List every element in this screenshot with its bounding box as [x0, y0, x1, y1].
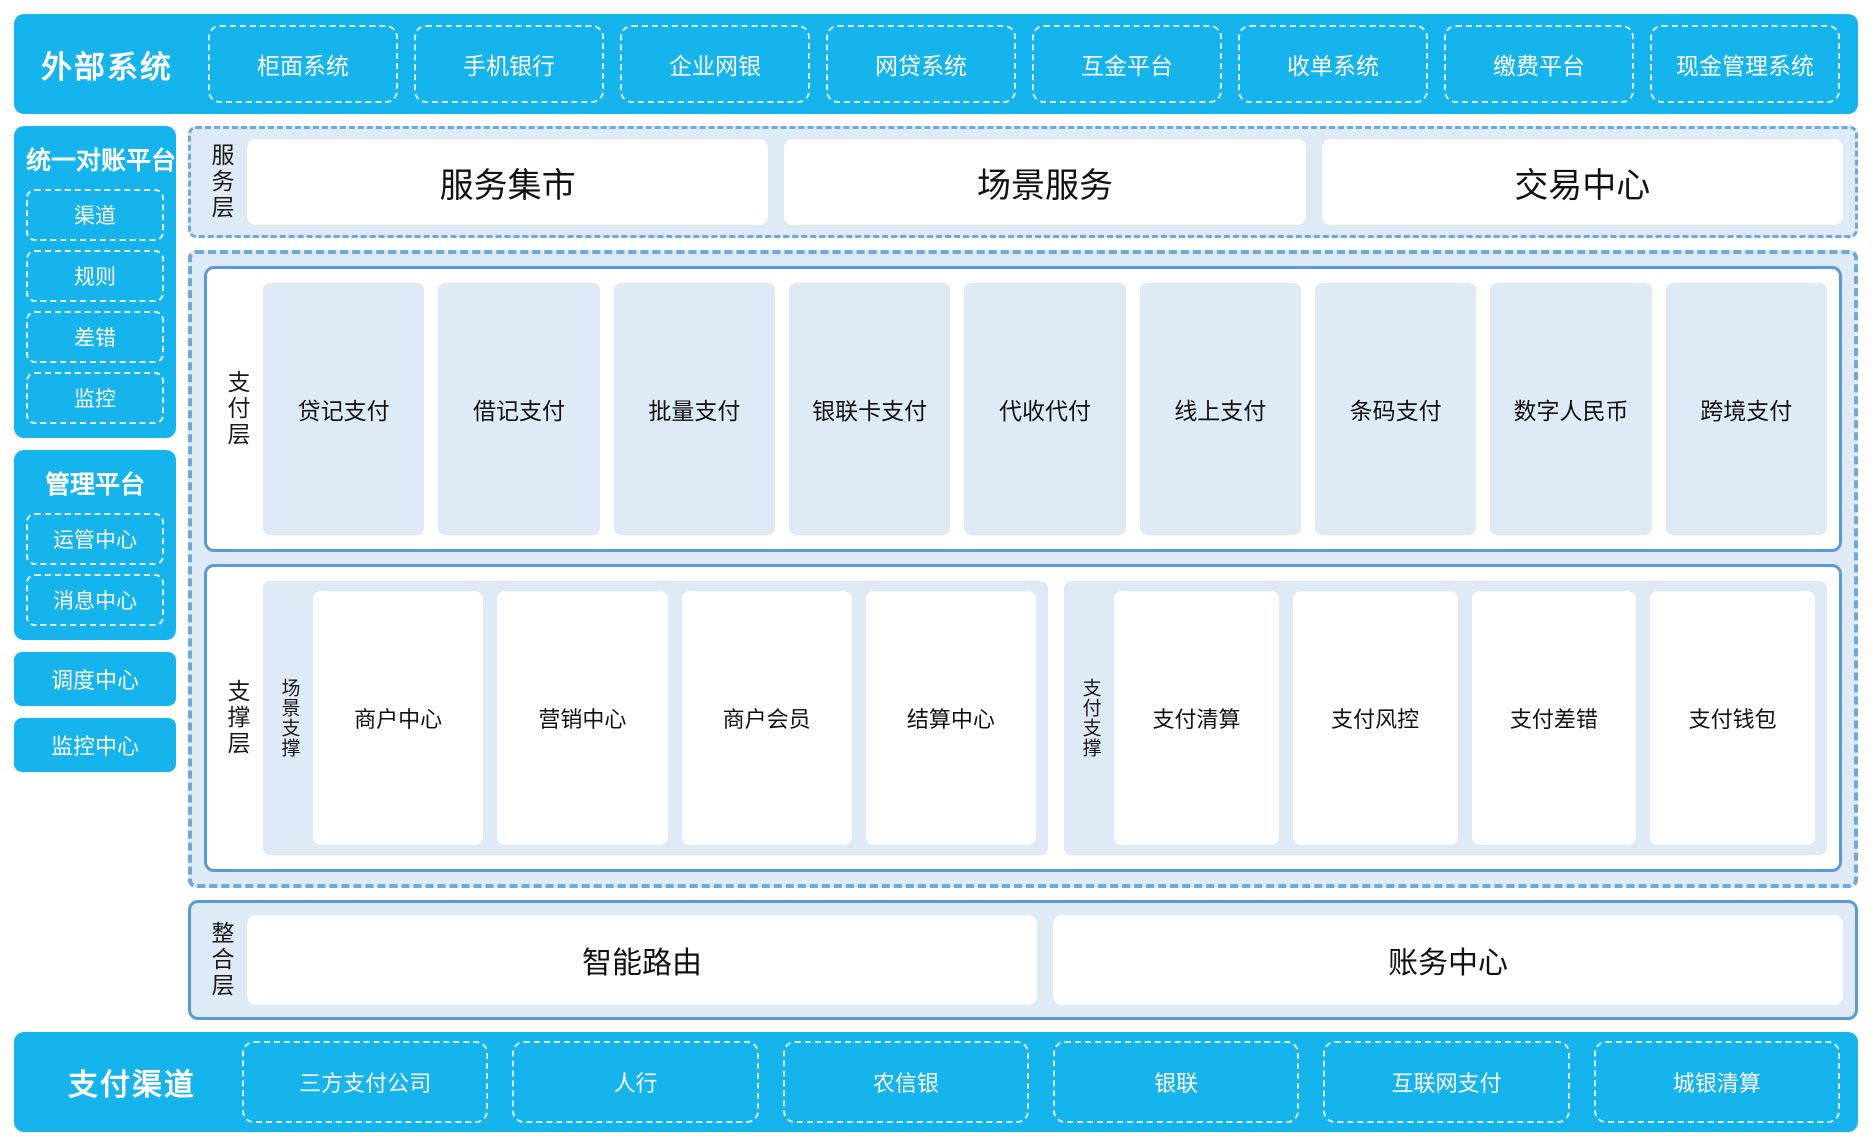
- rail-item-message-center[interactable]: 消息中心: [26, 574, 164, 626]
- rail-item-scheduling-center[interactable]: 调度中心: [14, 652, 176, 706]
- payment-layer-label: 支付层: [223, 370, 249, 448]
- payment-channels-list: 三方支付公司 人行 农信银 银联 互联网支付 城银清算: [242, 1041, 1840, 1123]
- payment-tile-credit[interactable]: 贷记支付: [263, 283, 425, 535]
- payment-tile-collection-payment[interactable]: 代收代付: [964, 283, 1126, 535]
- payment-tile-cross-border[interactable]: 跨境支付: [1665, 283, 1827, 535]
- payment-tile-debit[interactable]: 借记支付: [438, 283, 600, 535]
- support-group-payment: 支付支撑 支付清算 支付风控 支付差错 支付钱包: [1064, 581, 1827, 855]
- rail-item-monitoring-center[interactable]: 监控中心: [14, 718, 176, 772]
- rail-item-error[interactable]: 差错: [26, 311, 164, 363]
- external-systems-list: 柜面系统 手机银行 企业网银 网贷系统 互金平台 收单系统 缴费平台 现金管理系…: [208, 25, 1840, 103]
- support-card-merchant-member[interactable]: 商户会员: [681, 591, 852, 845]
- core-layers-group: 支付层 贷记支付 借记支付 批量支付 银联卡支付 代收代付 线上支付 条码支付 …: [188, 250, 1858, 888]
- integration-layer-cards: 智能路由 账务中心: [247, 915, 1843, 1005]
- management-platform-title: 管理平台: [44, 470, 145, 499]
- payment-channel-chip[interactable]: 城银清算: [1593, 1041, 1840, 1123]
- support-card-merchant-center[interactable]: 商户中心: [313, 591, 484, 845]
- support-card-settlement-center[interactable]: 结算中心: [865, 591, 1037, 845]
- rail-item-operations-center[interactable]: 运管中心: [26, 513, 164, 565]
- main-column: 服务层 服务集市 场景服务 交易中心 支付层 贷记支付 借记支付 批量: [188, 126, 1858, 1020]
- support-layer-groups: 场景支撑 商户中心 营销中心 商户会员 结算中心 支付支撑 支付清算: [263, 581, 1827, 855]
- service-layer-label: 服务层: [207, 143, 233, 221]
- external-system-chip[interactable]: 缴费平台: [1444, 25, 1634, 103]
- support-group-payment-cards: 支付清算 支付风控 支付差错 支付钱包: [1114, 591, 1816, 845]
- support-card-marketing-center[interactable]: 营销中心: [497, 591, 668, 845]
- support-card-payment-riskcontrol[interactable]: 支付风控: [1292, 591, 1458, 845]
- payment-layer-box: 支付层 贷记支付 借记支付 批量支付 银联卡支付 代收代付 线上支付 条码支付 …: [204, 266, 1842, 552]
- payment-layer-tiles: 贷记支付 借记支付 批量支付 银联卡支付 代收代付 线上支付 条码支付 数字人民…: [263, 283, 1827, 535]
- support-card-payment-wallet[interactable]: 支付钱包: [1650, 591, 1816, 845]
- support-layer-box: 支撑层 场景支撑 商户中心 营销中心 商户会员 结算中心: [204, 564, 1842, 872]
- payment-channels-title: 支付渠道: [68, 1068, 196, 1103]
- rail-item-channel[interactable]: 渠道: [26, 189, 164, 241]
- payment-tile-online[interactable]: 线上支付: [1139, 283, 1301, 535]
- external-system-chip[interactable]: 手机银行: [414, 25, 604, 103]
- payment-tile-unionpay-card[interactable]: 银联卡支付: [788, 283, 951, 535]
- payment-channel-chip[interactable]: 互联网支付: [1323, 1041, 1570, 1123]
- service-card-marketplace[interactable]: 服务集市: [247, 139, 769, 225]
- payment-channel-chip[interactable]: 人行: [512, 1041, 759, 1123]
- service-layer-cards: 服务集市 场景服务 交易中心: [247, 139, 1843, 225]
- reconciliation-platform-title: 统一对账平台: [26, 146, 177, 175]
- external-system-chip[interactable]: 现金管理系统: [1650, 25, 1840, 103]
- support-card-payment-error[interactable]: 支付差错: [1471, 591, 1637, 845]
- service-layer-row: 服务层 服务集市 场景服务 交易中心: [203, 139, 1843, 225]
- integration-card-accounting-center[interactable]: 账务中心: [1053, 915, 1843, 1005]
- support-layer-label: 支撑层: [223, 679, 249, 757]
- external-system-chip[interactable]: 柜面系统: [208, 25, 398, 103]
- external-system-chip[interactable]: 网贷系统: [826, 25, 1016, 103]
- support-group-payment-label: 支付支撑: [1079, 678, 1102, 758]
- rail-item-rule[interactable]: 规则: [26, 250, 164, 302]
- integration-layer-label: 整合层: [207, 921, 233, 999]
- payment-tile-barcode[interactable]: 条码支付: [1314, 283, 1477, 535]
- payment-channels-band: 支付渠道 三方支付公司 人行 农信银 银联 互联网支付 城银清算: [14, 1032, 1858, 1132]
- rail-item-monitor[interactable]: 监控: [26, 372, 164, 424]
- payment-channel-chip[interactable]: 农信银: [782, 1041, 1029, 1123]
- left-rail: 统一对账平台 渠道 规则 差错 监控 管理平台 运管中心 消息中心 调度中心 监…: [14, 126, 176, 1020]
- middle-region: 统一对账平台 渠道 规则 差错 监控 管理平台 运管中心 消息中心 调度中心 监…: [14, 126, 1858, 1020]
- support-group-scenario: 场景支撑 商户中心 营销中心 商户会员 结算中心: [263, 581, 1049, 855]
- service-layer-group: 服务层 服务集市 场景服务 交易中心: [188, 126, 1858, 238]
- integration-layer-box: 整合层 智能路由 账务中心: [188, 900, 1858, 1020]
- service-card-scenario[interactable]: 场景服务: [784, 139, 1306, 225]
- reconciliation-platform-card: 统一对账平台 渠道 规则 差错 监控: [14, 126, 176, 438]
- support-group-scenario-label: 场景支撑: [278, 678, 301, 758]
- external-systems-title: 外部系统: [41, 49, 173, 86]
- external-system-chip[interactable]: 收单系统: [1238, 25, 1428, 103]
- service-card-transaction-center[interactable]: 交易中心: [1321, 139, 1843, 225]
- external-system-chip[interactable]: 企业网银: [620, 25, 810, 103]
- rail-spacer: [14, 784, 176, 1020]
- support-card-payment-clearing[interactable]: 支付清算: [1114, 591, 1279, 845]
- external-systems-band: 外部系统 柜面系统 手机银行 企业网银 网贷系统 互金平台 收单系统 缴费平台 …: [14, 14, 1858, 114]
- payment-channel-chip[interactable]: 银联: [1052, 1041, 1300, 1123]
- payment-tile-batch[interactable]: 批量支付: [613, 283, 775, 535]
- management-platform-card: 管理平台 运管中心 消息中心: [14, 450, 176, 640]
- support-group-scenario-cards: 商户中心 营销中心 商户会员 结算中心: [313, 591, 1037, 845]
- payment-tile-digital-rmb[interactable]: 数字人民币: [1490, 283, 1652, 535]
- external-system-chip[interactable]: 互金平台: [1032, 25, 1222, 103]
- integration-card-smart-routing[interactable]: 智能路由: [247, 915, 1037, 1005]
- payment-channel-chip[interactable]: 三方支付公司: [242, 1041, 489, 1123]
